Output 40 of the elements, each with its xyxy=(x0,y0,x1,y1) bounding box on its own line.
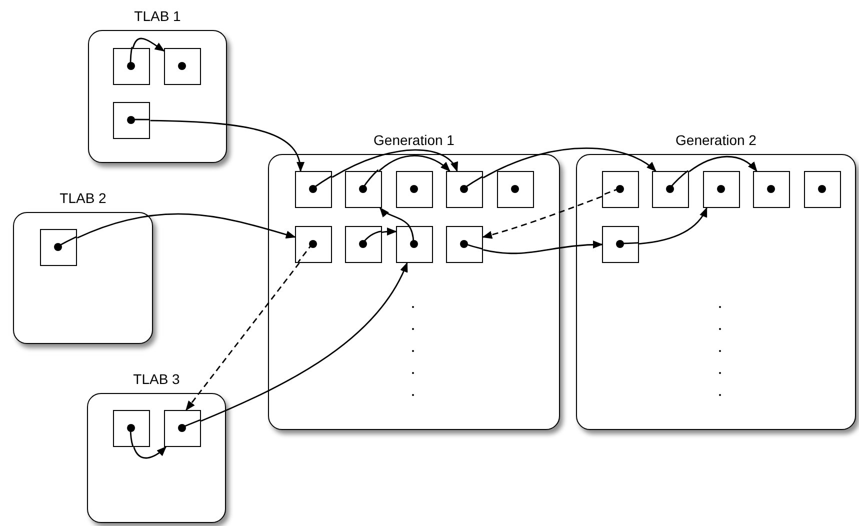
reference-arrow xyxy=(150,120,304,172)
object-cell xyxy=(294,170,332,208)
object-cell xyxy=(602,170,638,208)
object-cell xyxy=(652,170,688,208)
reference-arrow xyxy=(382,228,397,236)
group-heading: TLAB 3 xyxy=(133,371,180,387)
reference-arrow xyxy=(483,240,603,254)
reference-arrow xyxy=(186,262,300,411)
object-cell xyxy=(702,170,740,208)
object-cell xyxy=(752,170,790,208)
reference-arrow xyxy=(638,207,708,244)
reference-arrow xyxy=(378,155,450,172)
group-heading: TLAB 1 xyxy=(134,8,181,24)
object-cell xyxy=(602,226,638,262)
reference-arrow xyxy=(200,262,408,422)
reference-arrow xyxy=(133,446,167,459)
object-cell xyxy=(112,102,150,138)
reference-arrow xyxy=(77,213,296,239)
object-cell xyxy=(804,170,840,208)
object-cell xyxy=(446,226,482,262)
group-heading: Generation 2 xyxy=(676,132,756,148)
reference-arrow xyxy=(379,207,410,226)
reference-arrow xyxy=(482,196,602,239)
object-cell xyxy=(164,48,200,84)
reference-arrow xyxy=(688,156,758,172)
reference-arrow xyxy=(482,148,656,178)
object-cell xyxy=(396,170,432,208)
object-cell xyxy=(344,226,382,262)
object-cell xyxy=(446,170,482,208)
reference-arrow xyxy=(332,149,458,178)
group-heading: TLAB 2 xyxy=(60,190,106,206)
object-cell xyxy=(40,228,76,266)
object-cell xyxy=(396,226,432,262)
group-heading: Generation 1 xyxy=(374,132,454,148)
object-cell xyxy=(344,170,382,208)
object-cell xyxy=(164,410,200,446)
object-cell xyxy=(112,48,150,84)
object-cell xyxy=(496,170,534,208)
object-cell xyxy=(294,226,332,262)
object-cell xyxy=(112,410,150,446)
